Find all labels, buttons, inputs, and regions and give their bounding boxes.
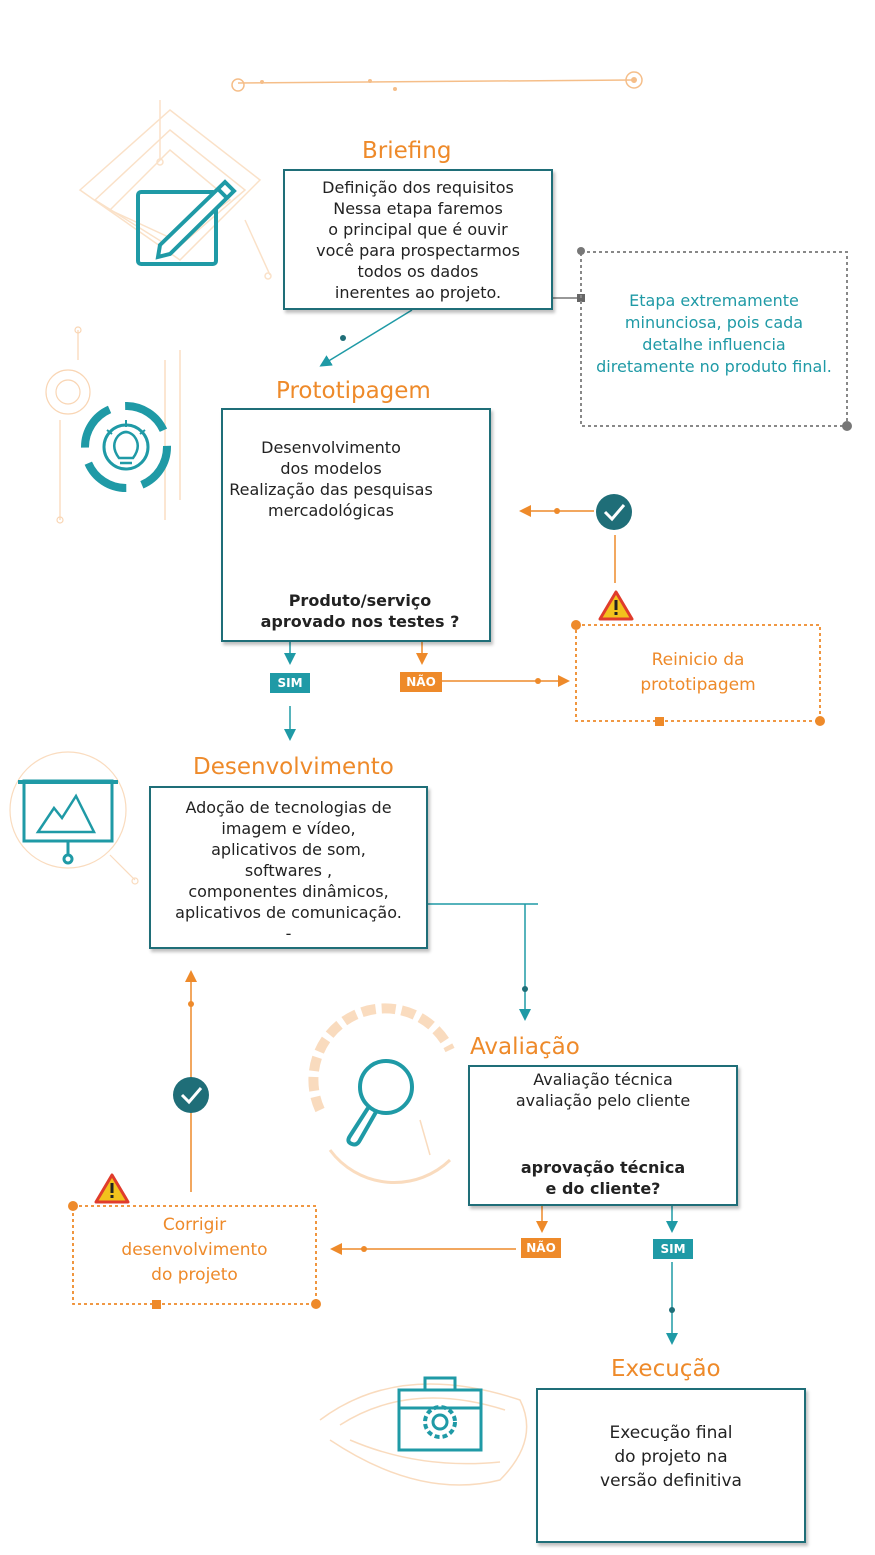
briefing-box [283, 169, 553, 310]
prototipagem-box [221, 408, 491, 642]
prototipagem-text: Desenvolvimento dos modelos Realização d… [229, 438, 433, 520]
avaliacao-question: aprovação técnica e do cliente? [520, 1158, 686, 1198]
avaliacao-text: Avaliação técnica avaliação pelo cliente [515, 1070, 691, 1110]
briefing-text: Definição dos requisitos Nessa etapa far… [316, 178, 520, 302]
sim-tag: SIM [653, 1239, 693, 1259]
nao-tag: NÃO [400, 672, 442, 692]
restart-prototipagem-text: Reinicio da prototipagem [640, 650, 756, 695]
corrigir-text: Corrigir desenvolvimento do projeto [121, 1215, 268, 1285]
prototipagem-title: Prototipagem [276, 378, 431, 404]
lightbulb-icon [81, 402, 171, 492]
pencil-edit-icon [136, 179, 237, 266]
avaliacao-title: Avaliação [470, 1034, 580, 1060]
desenvolvimento-icon-pattern [9, 751, 139, 885]
prototipagem-icon-pattern [45, 326, 181, 524]
execucao-box [536, 1388, 806, 1543]
nao-tag: NÃO [521, 1238, 561, 1258]
prototipagem-question: Produto/serviço aprovado nos testes ? [260, 591, 460, 631]
briefcase-gear-icon [397, 1376, 483, 1452]
avaliacao-icon-pattern [308, 1003, 455, 1184]
desenvolvimento-box [149, 786, 428, 949]
top-decoration [231, 71, 643, 92]
magnifier-icon [346, 1059, 414, 1147]
warning-triangle-icon [94, 1173, 130, 1204]
execucao-text: Execução final do projeto na versão defi… [600, 1423, 742, 1491]
sim-tag: SIM [270, 673, 310, 693]
check-circle-icon [173, 1077, 209, 1113]
briefing-title: Briefing [362, 138, 452, 164]
briefing-note: Etapa extremamente minunciosa, pois cada… [596, 291, 832, 376]
desenvolvimento-title: Desenvolvimento [193, 754, 394, 780]
execucao-icon-pattern [319, 1383, 528, 1486]
execucao-title: Execução [611, 1356, 721, 1382]
briefing-icon-pattern [78, 100, 272, 280]
desenvolvimento-text: Adoção de tecnologias de imagem e vídeo,… [175, 798, 402, 943]
warning-triangle-icon [598, 590, 634, 621]
avaliacao-box [468, 1065, 738, 1206]
check-circle-icon [596, 494, 632, 530]
presentation-chart-icon [18, 779, 118, 865]
